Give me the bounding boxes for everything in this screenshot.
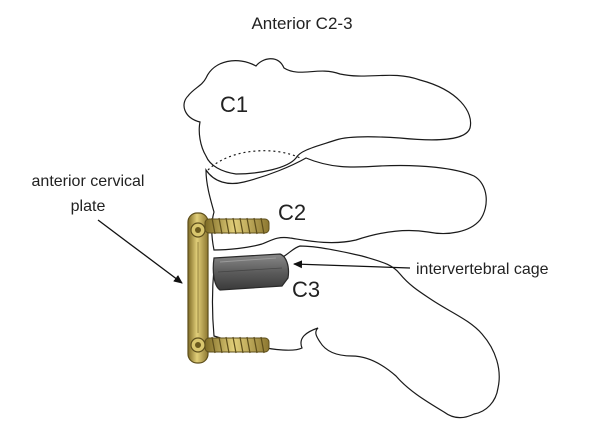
label-c2: C2 bbox=[278, 200, 306, 225]
label-plate-line1: anterior cervical bbox=[32, 173, 145, 190]
label-c3: C3 bbox=[292, 277, 320, 302]
cage-arrow bbox=[294, 264, 410, 268]
label-c1: C1 bbox=[220, 92, 248, 117]
label-cage: intervertebral cage bbox=[416, 261, 549, 278]
odontoid-dotted-line bbox=[208, 151, 300, 170]
c2-vertebra bbox=[206, 158, 486, 250]
diagram-title: Anterior C2-3 bbox=[251, 14, 352, 33]
lower-screw bbox=[205, 337, 269, 353]
intervertebral-cage bbox=[213, 254, 288, 290]
plate-arrow bbox=[98, 220, 182, 283]
upper-screw bbox=[205, 218, 269, 234]
label-plate-line2: plate bbox=[71, 198, 106, 215]
